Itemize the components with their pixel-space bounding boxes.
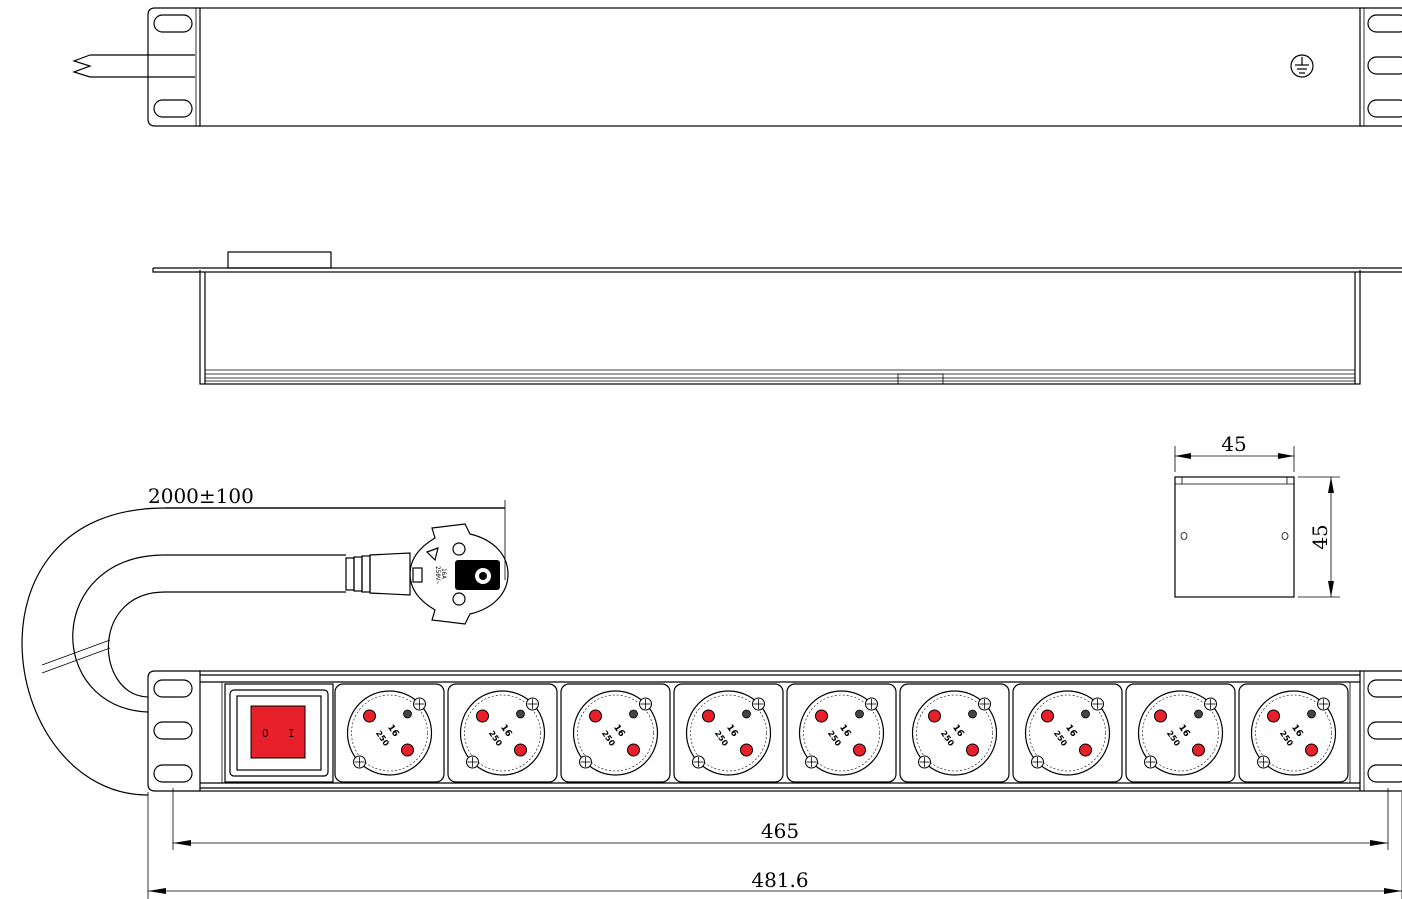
socket-contact	[627, 743, 640, 757]
top-view-cable	[72, 54, 195, 78]
earth-clip	[1031, 755, 1044, 769]
earth-clip	[579, 755, 592, 769]
end-cap-width-dimension: 45	[1174, 432, 1295, 472]
earth-clip	[466, 755, 479, 769]
power-switch-rocker[interactable]	[250, 705, 306, 759]
end-cap-width-label: 45	[1221, 432, 1246, 456]
cable-length-label: 2000±100	[148, 484, 254, 508]
socket-contact	[363, 709, 376, 723]
earth-clip	[526, 697, 539, 711]
front-view-left-bracket	[147, 670, 200, 792]
socket-contact	[740, 743, 753, 757]
earth-clip	[692, 755, 705, 769]
cable-length-dimension: 2000±100	[148, 484, 506, 580]
top-view	[72, 7, 1402, 127]
earth-clip	[413, 697, 426, 711]
plug-voltage-label: 250V~	[434, 566, 441, 584]
end-cap-height-dimension: 45	[1298, 476, 1340, 598]
earth-clip	[865, 697, 878, 711]
earth-clip	[1144, 755, 1157, 769]
top-view-body	[199, 7, 1361, 127]
socket-contact	[514, 743, 527, 757]
overall-width-label: 481.6	[751, 868, 808, 892]
socket-contact	[1192, 743, 1205, 757]
side-view-switch-housing	[227, 251, 332, 269]
socket-contact	[702, 709, 715, 723]
earth-clip	[1091, 697, 1104, 711]
overall-width-dimension: 481.6	[147, 792, 1402, 899]
socket-contact	[966, 743, 979, 757]
socket-contact	[401, 743, 414, 757]
warning-triangle-icon	[425, 547, 439, 562]
top-view-right-bracket	[1360, 7, 1402, 127]
end-cap-height-label: 45	[1308, 524, 1332, 549]
socket-contact	[476, 709, 489, 723]
earth-clip	[805, 755, 818, 769]
socket-contact	[1154, 709, 1167, 723]
socket-contact	[815, 709, 828, 723]
top-view-left-bracket	[147, 7, 200, 127]
switch-off-symbol: O	[262, 727, 269, 740]
end-view-body	[1174, 476, 1295, 598]
socket-contact	[1041, 709, 1054, 723]
schuko-plug: 16A 250V~	[345, 523, 509, 625]
earth-clip	[353, 755, 366, 769]
power-switch[interactable]: O I	[224, 683, 334, 783]
earth-clip	[918, 755, 931, 769]
plug-current-label: 16A	[440, 568, 447, 579]
socket-contact	[1267, 709, 1280, 723]
side-view-body	[199, 271, 1361, 385]
earth-clip	[752, 697, 765, 711]
earth-clip	[978, 697, 991, 711]
earth-clip	[1317, 697, 1330, 711]
socket-contact	[1079, 743, 1092, 757]
power-cable	[21, 507, 505, 796]
mounting-width-dimension: 465	[172, 788, 1389, 850]
ground-symbol-icon	[1290, 54, 1314, 78]
earth-clip	[639, 697, 652, 711]
earth-clip	[1257, 755, 1270, 769]
socket-contact	[928, 709, 941, 723]
socket-contact	[589, 709, 602, 723]
side-view	[152, 251, 1402, 385]
mounting-width-label: 465	[761, 819, 799, 843]
switch-on-symbol: I	[288, 727, 295, 740]
earth-clip	[1204, 697, 1217, 711]
end-view: 45 45	[1174, 432, 1340, 598]
front-view-body	[199, 670, 1361, 792]
socket-contact	[1305, 743, 1318, 757]
socket-contact	[853, 743, 866, 757]
front-view-right-bracket	[1360, 670, 1402, 792]
